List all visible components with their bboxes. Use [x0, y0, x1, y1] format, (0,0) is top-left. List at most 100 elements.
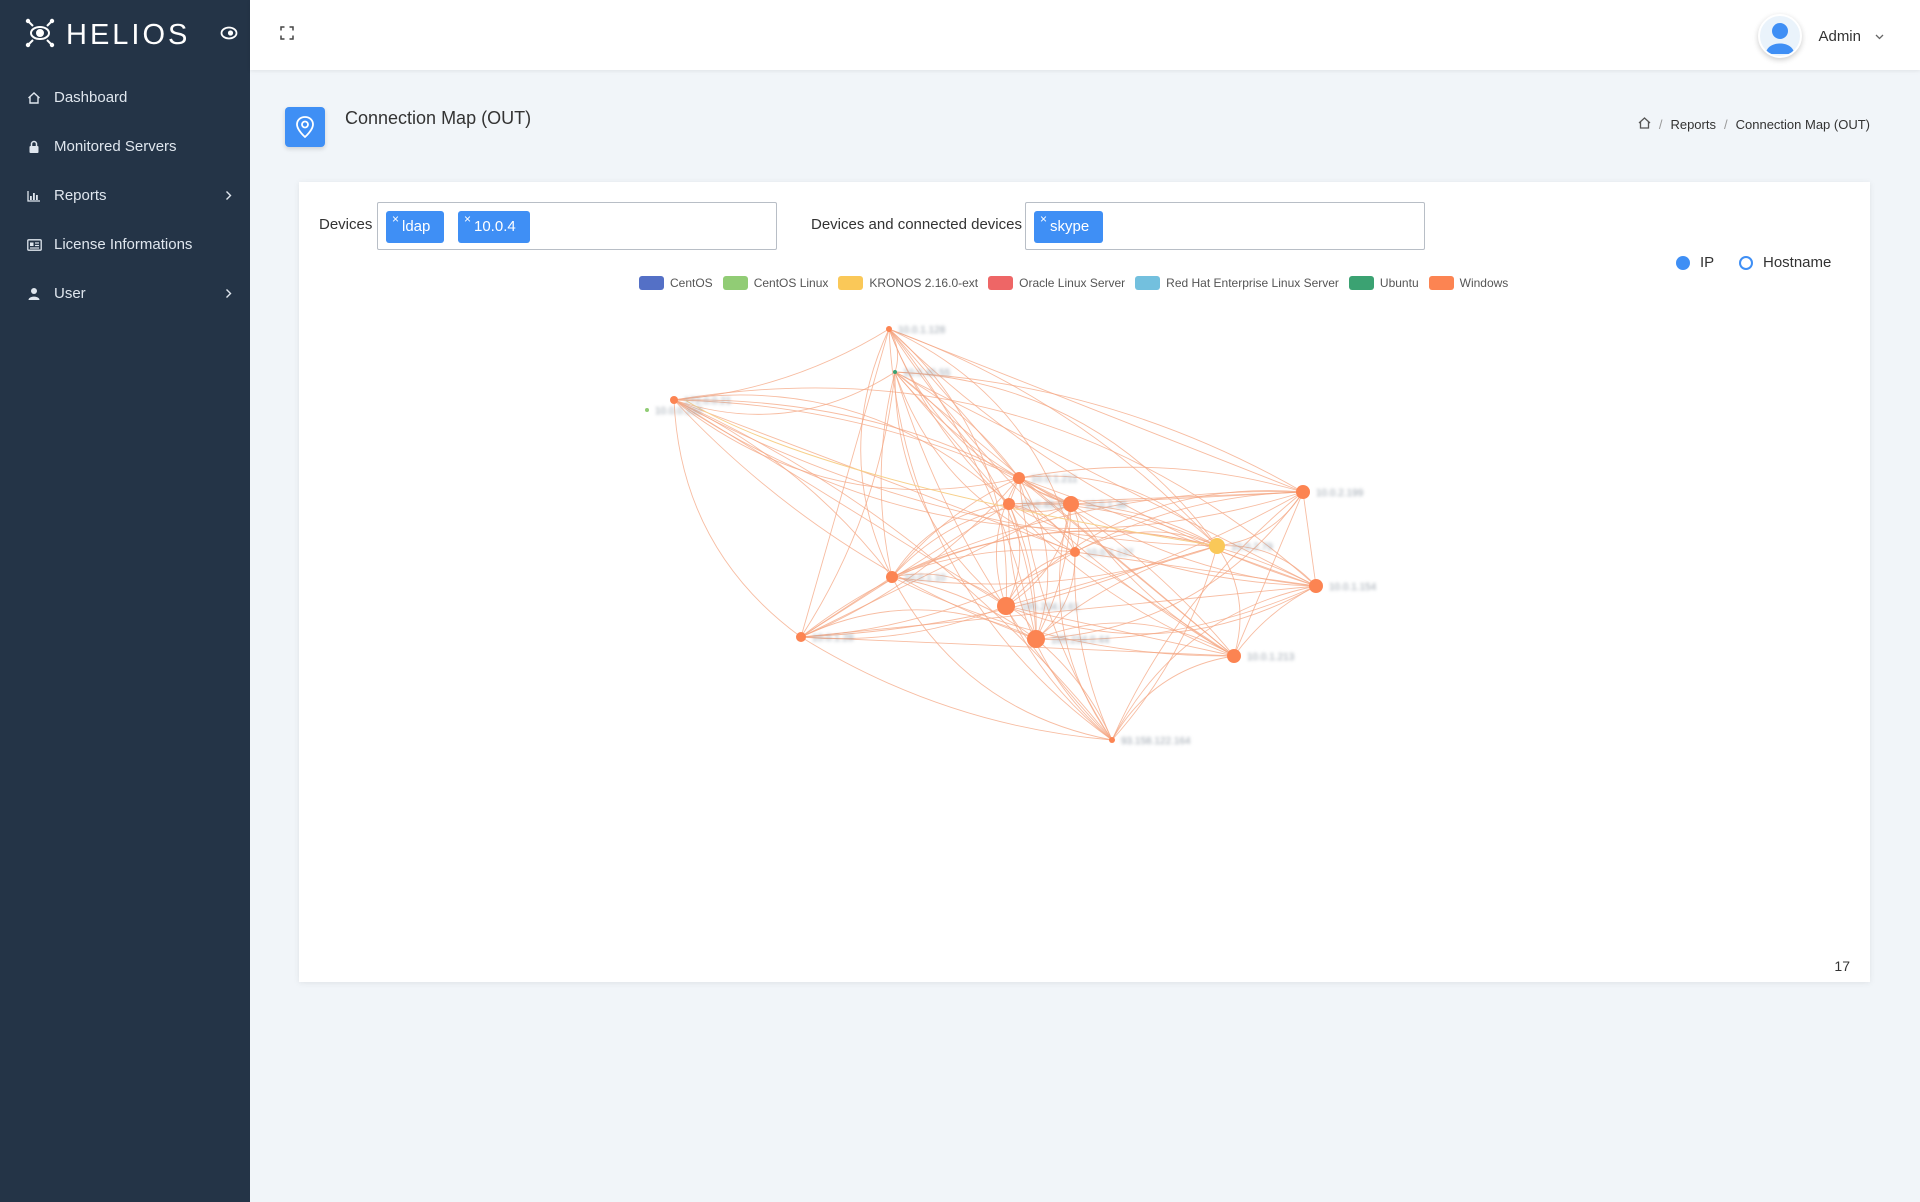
graph-node-label: 10.0.1.137 [1086, 548, 1134, 559]
graph-edge [800, 636, 1113, 741]
chevron-right-icon [225, 188, 232, 205]
device-tag[interactable]: × ldap [386, 211, 445, 243]
ip-radio[interactable]: IP [1676, 254, 1714, 271]
graph-edge [673, 399, 1020, 490]
legend-item-red-hat[interactable]: Red Hat Enterprise Linux Server [1135, 276, 1339, 290]
graph-edge [673, 399, 802, 638]
sidebar-item-dashboard[interactable]: Dashboard [0, 73, 250, 122]
connected-device-tag-label: skype [1050, 218, 1090, 235]
sidebar-item-license-informations[interactable]: License Informations [0, 220, 250, 269]
graph-node [1003, 498, 1015, 510]
sidebar-item-label: Dashboard [54, 89, 128, 106]
legend-label: Windows [1459, 276, 1509, 290]
graph-edge [1111, 585, 1317, 741]
graph-edge [673, 399, 1218, 547]
connection-map-card: Devices × ldap × 10.0.4 Devices and conn… [299, 182, 1870, 982]
graph-edge [1070, 503, 1218, 547]
sidebar-item-label: Reports [54, 187, 107, 204]
avatar [1758, 14, 1803, 58]
graph-edge [1005, 605, 1235, 657]
graph-edge [673, 399, 1007, 607]
graph-node [997, 597, 1015, 615]
sidebar-item-monitored-servers[interactable]: Monitored Servers [0, 122, 250, 171]
graph-edge [1018, 475, 1218, 547]
graph-node [886, 571, 898, 583]
graph-edge [1074, 551, 1317, 587]
graph-edge [673, 387, 1317, 587]
graph-edge [1008, 503, 1218, 547]
bar-chart-icon [26, 188, 42, 204]
graph-edge [888, 328, 1235, 657]
node-count: 17 [1834, 958, 1850, 974]
remove-tag-icon[interactable]: × [1040, 212, 1048, 226]
sidebar-nav: Dashboard Monitored Servers Reports Lice… [0, 73, 250, 318]
user-icon [26, 286, 42, 302]
sidebar: HELIOS Dashboard Monitored Servers Repor… [0, 0, 250, 1202]
graph-edge [1035, 545, 1218, 640]
graph-edge [1018, 466, 1304, 493]
sidebar-item-user[interactable]: User [0, 269, 250, 318]
page-title: Connection Map (OUT) [345, 108, 532, 128]
graph-node-label: 10.0.1.10 [904, 573, 946, 584]
home-icon[interactable] [1638, 117, 1651, 132]
legend-label: Ubuntu [1379, 276, 1419, 290]
breadcrumb-separator: / [1658, 117, 1663, 132]
remove-tag-icon[interactable]: × [392, 212, 400, 226]
connected-device-tag[interactable]: × skype [1034, 211, 1104, 243]
graph-edge [1059, 503, 1113, 741]
graph-edge [1035, 491, 1304, 640]
graph-node [1013, 472, 1025, 484]
graph-edge [1035, 622, 1235, 657]
devices-select[interactable]: × ldap × 10.0.4 [377, 202, 777, 250]
legend-item-centos-linux[interactable]: CentOS Linux [722, 276, 828, 290]
fullscreen-icon[interactable] [280, 26, 294, 45]
legend-item-centos[interactable]: CentOS [639, 276, 713, 290]
legend-item-ubuntu[interactable]: Ubuntu [1348, 276, 1419, 290]
graph-node [886, 326, 892, 332]
helios-logo-icon [24, 17, 56, 54]
graph-edge [673, 399, 893, 578]
graph-node [1209, 538, 1225, 554]
legend-swatch [639, 276, 664, 290]
hostname-radio[interactable]: Hostname [1739, 254, 1831, 271]
graph-edge [894, 371, 1007, 607]
graph-node [893, 370, 897, 374]
graph-edge [673, 399, 1072, 505]
legend-item-windows[interactable]: Windows [1428, 276, 1509, 290]
breadcrumb-reports-link[interactable]: Reports [1670, 117, 1716, 132]
graph-edge [1035, 585, 1317, 641]
legend-label: CentOS [670, 276, 713, 290]
connected-devices-select[interactable]: × skype [1025, 202, 1425, 250]
graph-edge [1008, 503, 1235, 657]
top-bar: Admin [250, 0, 1920, 70]
remove-tag-icon[interactable]: × [464, 212, 472, 226]
connection-graph[interactable]: 10.0.1.12810.0.45.55172.0.0.2110.0.0.232… [299, 182, 1870, 982]
graph-node-label: 10.0.2.199 [1316, 488, 1364, 499]
graph-edge [1216, 545, 1241, 657]
sidebar-item-label: License Informations [54, 236, 193, 253]
graph-edge [891, 576, 1037, 640]
graph-edge [673, 399, 1037, 640]
user-menu[interactable]: Admin [1758, 14, 1884, 58]
graph-edge [891, 573, 1007, 607]
graph-edge [860, 328, 893, 578]
graph-edge [891, 477, 1020, 578]
radio-unselected-icon [1739, 255, 1753, 270]
graph-edge [673, 394, 1010, 505]
device-tag[interactable]: × 10.0.4 [458, 211, 530, 243]
graph-edge [1111, 491, 1304, 741]
graph-edge [1074, 551, 1113, 741]
graph-node [1027, 630, 1045, 648]
graph-edge [888, 328, 1304, 493]
brand-logo[interactable]: HELIOS [24, 18, 190, 52]
map-pin-icon [285, 107, 325, 147]
graph-node-label: 10.0.45.11 [1021, 500, 1068, 511]
sidebar-toggle-icon[interactable] [220, 26, 238, 45]
graph-node [796, 632, 806, 642]
legend-item-oracle-linux[interactable]: Oracle Linux Server [988, 276, 1125, 290]
sidebar-item-reports[interactable]: Reports [0, 171, 250, 220]
legend-item-kronos[interactable]: KRONOS 2.16.0-ext [838, 276, 978, 290]
graph-edge [894, 371, 1304, 493]
graph-edge [891, 545, 1218, 585]
brand-name: HELIOS [66, 18, 191, 51]
